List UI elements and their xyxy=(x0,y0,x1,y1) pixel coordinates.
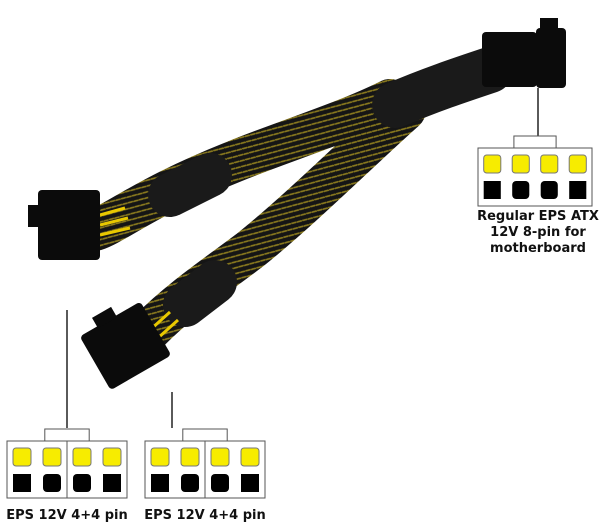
eps-right-connector xyxy=(81,302,170,389)
motherboard-pin-ground xyxy=(512,181,530,199)
motherboard-pin-12v xyxy=(483,154,502,174)
eps-left-pin-12v xyxy=(72,447,92,467)
eps-right-pin-12v xyxy=(180,447,200,467)
motherboard-pin-12v xyxy=(568,154,587,174)
label-line: Regular EPS ATX xyxy=(477,209,599,224)
eps-right-latch-tab xyxy=(182,428,228,442)
eps-right-pin-12v xyxy=(150,447,170,467)
eps-left-latch-tab xyxy=(44,428,90,442)
motherboard-pin-12v xyxy=(540,154,559,174)
eps-right-pin-12v xyxy=(210,447,230,467)
eps-right-pin-ground xyxy=(211,474,229,492)
eps-right-pin-ground xyxy=(241,474,259,492)
motherboard-pin-12v xyxy=(511,154,530,174)
eps-left-pin-12v xyxy=(42,447,62,467)
eps-left-pin-ground xyxy=(103,474,121,492)
label-line: motherboard xyxy=(490,241,586,256)
eps-left-pin-12v xyxy=(12,447,32,467)
eps-right-pin-ground xyxy=(151,474,169,492)
cable-trunk xyxy=(372,47,513,128)
motherboard-connector xyxy=(482,18,566,88)
eps-right-pin-12v xyxy=(240,447,260,467)
label-eps-right: EPS 12V 4+4 pin xyxy=(144,508,266,523)
motherboard-latch-tab xyxy=(513,135,557,149)
eps-left-pin-12v xyxy=(102,447,122,467)
motherboard-pin-ground xyxy=(569,181,587,199)
label-motherboard: Regular EPS ATX 12V 8-pin for motherboar… xyxy=(470,209,600,257)
eps-left-pin-ground xyxy=(13,474,31,492)
eps-left-pin-ground xyxy=(73,474,91,492)
motherboard-pin-ground xyxy=(540,181,558,199)
label-line: 12V 8-pin for xyxy=(490,225,586,240)
eps-left-pin-ground xyxy=(43,474,61,492)
label-eps-left: EPS 12V 4+4 pin xyxy=(6,508,128,523)
eps-right-pin-ground xyxy=(181,474,199,492)
eps-left-connector xyxy=(28,190,100,260)
motherboard-pin-ground xyxy=(483,181,501,199)
